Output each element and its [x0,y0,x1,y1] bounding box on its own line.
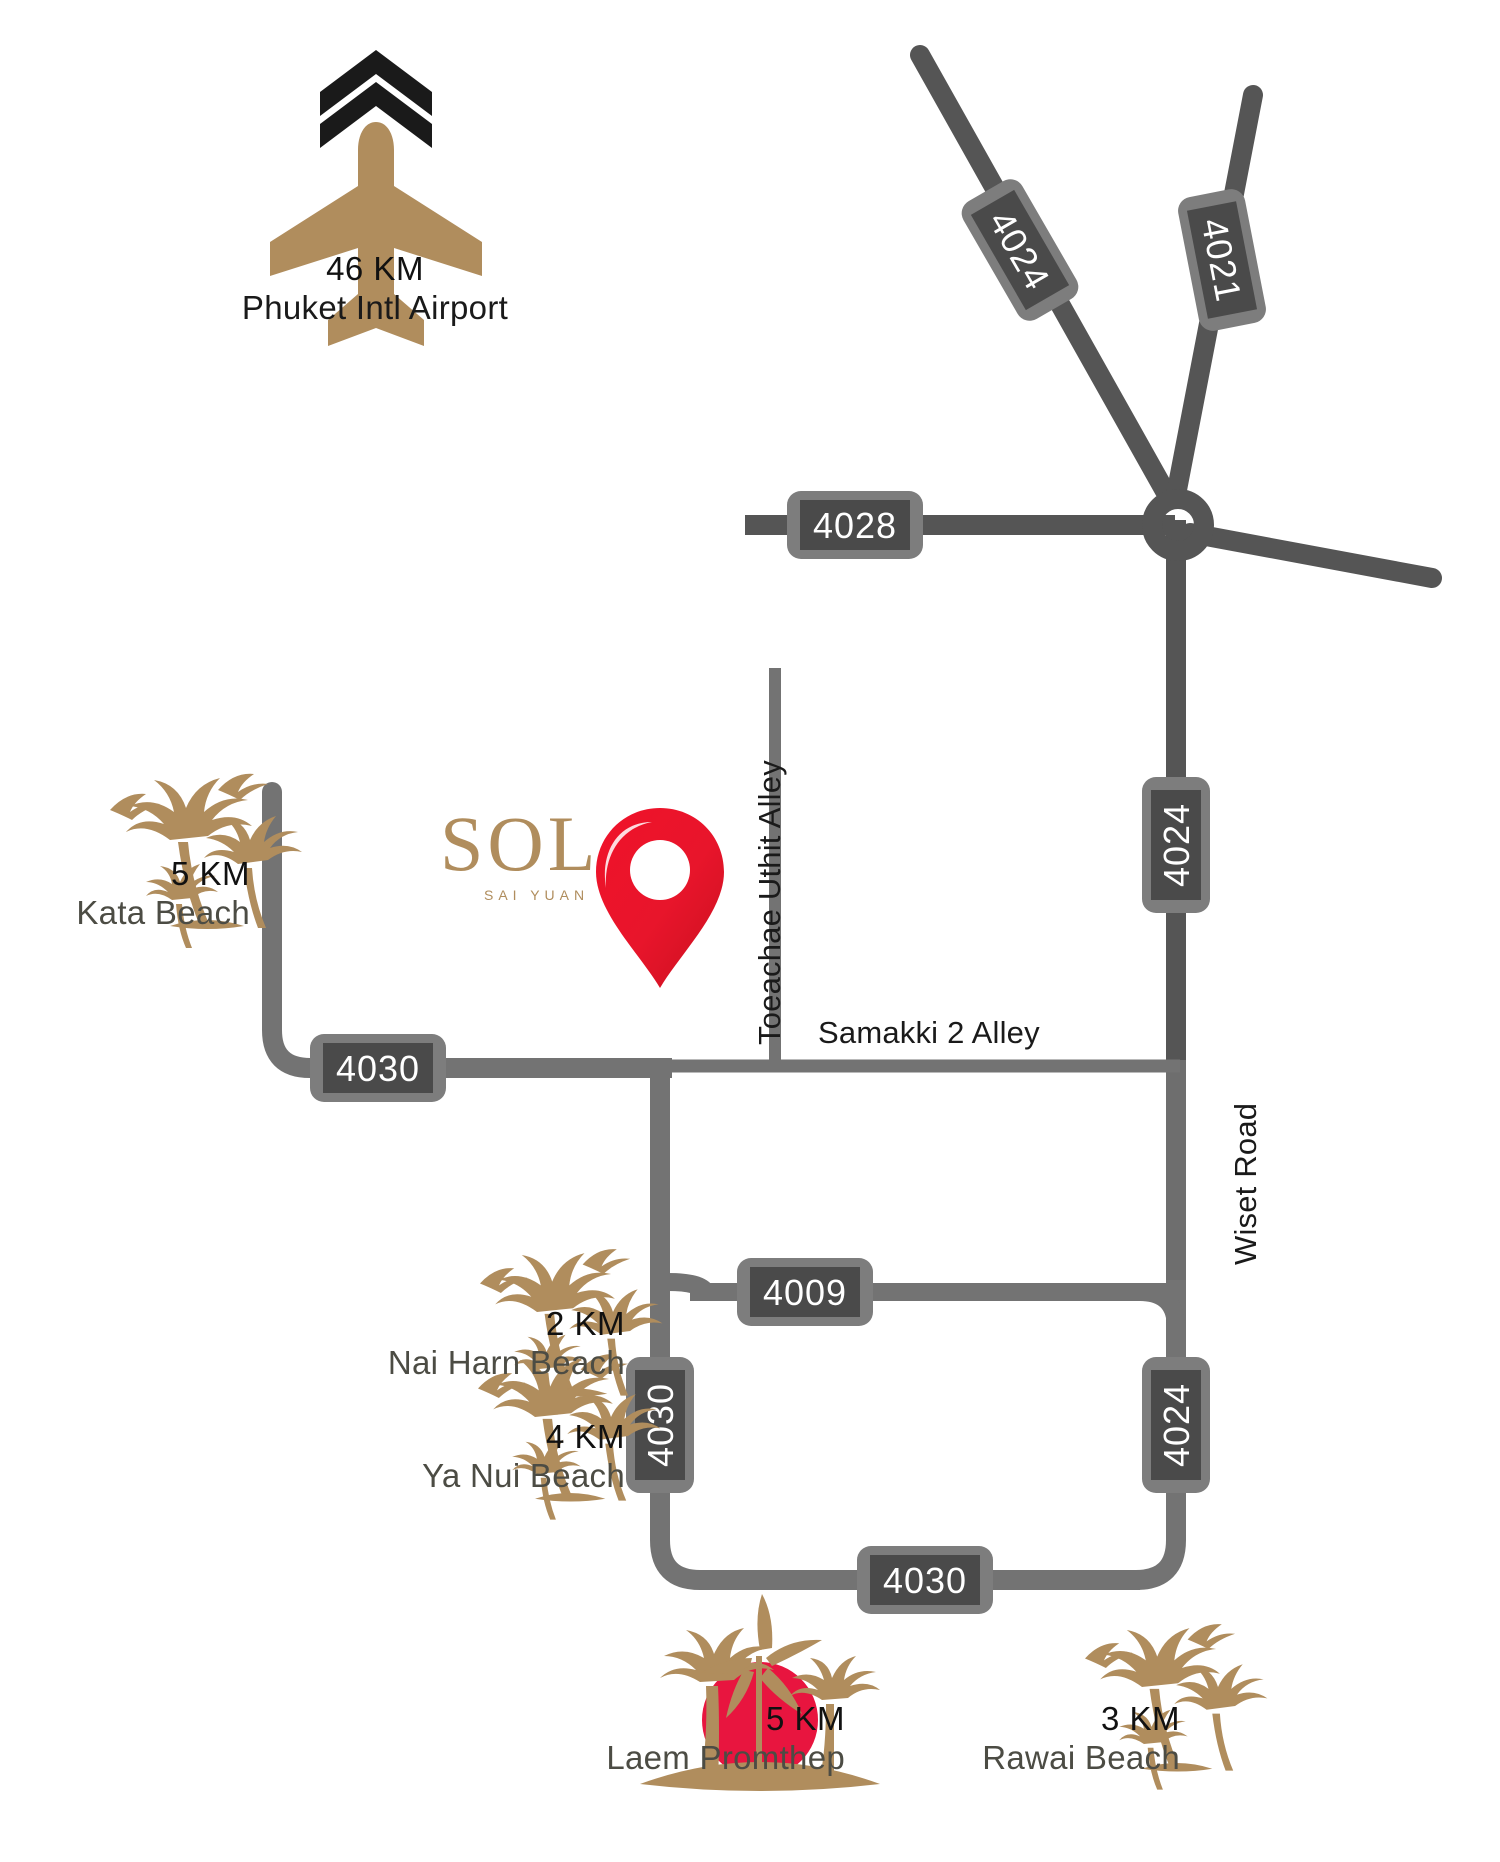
poi-name-nai-harn-beach: Nai Harn Beach [387,1343,625,1381]
poi-distance-kata-beach: 5 KM [170,855,250,892]
palm-trees-birds-icon-rawai [1085,1624,1268,1790]
airport-distance: 46 KM [326,250,424,287]
shield-4028-text: 4028 [813,505,897,546]
poi-label-kata-beach: 5 KM Kata Beach [20,855,250,933]
poi-name-kata-beach: Kata Beach [76,893,250,931]
shield-4024-east[interactable]: 4024 [1142,777,1210,913]
shield-4024-east-text: 4024 [1156,803,1197,887]
poi-distance-nai-harn-beach: 2 KM [545,1305,625,1342]
street-label-wiset-road: Wiset Road [1228,1102,1263,1265]
double-chevron-up-icon [320,50,432,148]
roundabout [1142,489,1214,561]
shield-4030-mid[interactable]: 4030 [626,1357,694,1493]
poi-name-laem-promthep: Laem Promthep [606,1738,845,1776]
brand-subtitle: SAI YUAN [484,887,590,903]
brand-logo: SOL SAI YUAN [440,805,700,925]
shield-4030-west-text: 4030 [336,1048,420,1089]
street-label-samakki-2-alley: Samakki 2 Alley [818,1015,1040,1050]
brand-wordmark: SOL [440,800,600,887]
airport-marker [270,50,482,346]
poi-label-nai-harn-beach: 2 KM Nai Harn Beach [300,1305,625,1383]
shield-4030-south[interactable]: 4030 [857,1546,993,1614]
poi-label-laem-promthep: 5 KM Laem Promthep [440,1700,845,1778]
poi-name-ya-nui-beach: Ya Nui Beach [422,1456,625,1494]
poi-name-rawai-beach: Rawai Beach [982,1738,1180,1776]
street-label-toeachae-uthit-alley: Toeachae Uthit Alley [752,760,787,1045]
shield-4024-se-text: 4024 [1156,1383,1197,1467]
shield-4009-mid[interactable]: 4009 [737,1258,873,1326]
poi-label-rawai-beach: 3 KM Rawai Beach [880,1700,1180,1778]
shield-4009-text: 4009 [763,1272,847,1313]
road-wiset-bottom-curve [900,1280,1186,1590]
shield-4030-south-text: 4030 [883,1560,967,1601]
airport-name: Phuket Intl Airport [241,288,509,326]
shield-4028-west[interactable]: 4028 [787,491,923,559]
airport-label: 46 KM Phuket Intl Airport [200,250,550,328]
windmill-sunset-palms-icon [640,1594,880,1791]
road-4030-central [650,1068,1140,1590]
road-roundabout-southeast-branch [1180,523,1442,588]
poi-distance-ya-nui-beach: 4 KM [545,1418,625,1455]
map-pin-icon [596,808,724,988]
palm-trees-birds-icon-kata [110,773,302,948]
poi-distance-rawai-beach: 3 KM [1100,1700,1180,1737]
airplane-icon [270,122,482,346]
shield-4030-west[interactable]: 4030 [310,1034,446,1102]
shield-4021-ne[interactable]: 4021 [1176,187,1269,333]
shield-4024-se[interactable]: 4024 [1142,1357,1210,1493]
palm-trees-birds-icon-ya-nui [478,1354,661,1520]
poi-label-ya-nui-beach: 4 KM Ya Nui Beach [300,1418,625,1496]
poi-distance-laem-promthep: 5 KM [765,1700,845,1737]
road-4030-west [262,782,630,1078]
